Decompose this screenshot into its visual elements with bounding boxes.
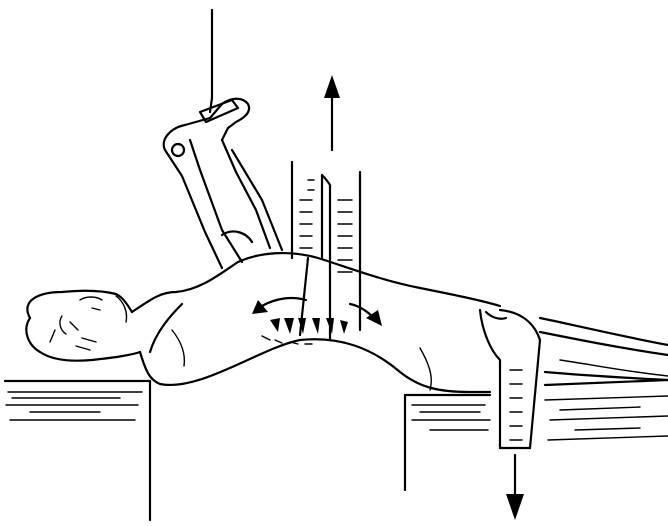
upper-belt	[292, 162, 360, 340]
legs	[540, 318, 668, 380]
up-arrow-icon	[324, 75, 340, 150]
lower-belt	[480, 310, 540, 448]
down-arrow-icon	[506, 455, 524, 520]
table-right	[405, 380, 668, 490]
table-left	[5, 381, 150, 520]
head	[26, 291, 140, 361]
arms	[164, 99, 282, 268]
curved-arrow-right-icon	[350, 304, 382, 326]
curved-arrow-left-icon	[252, 298, 306, 314]
